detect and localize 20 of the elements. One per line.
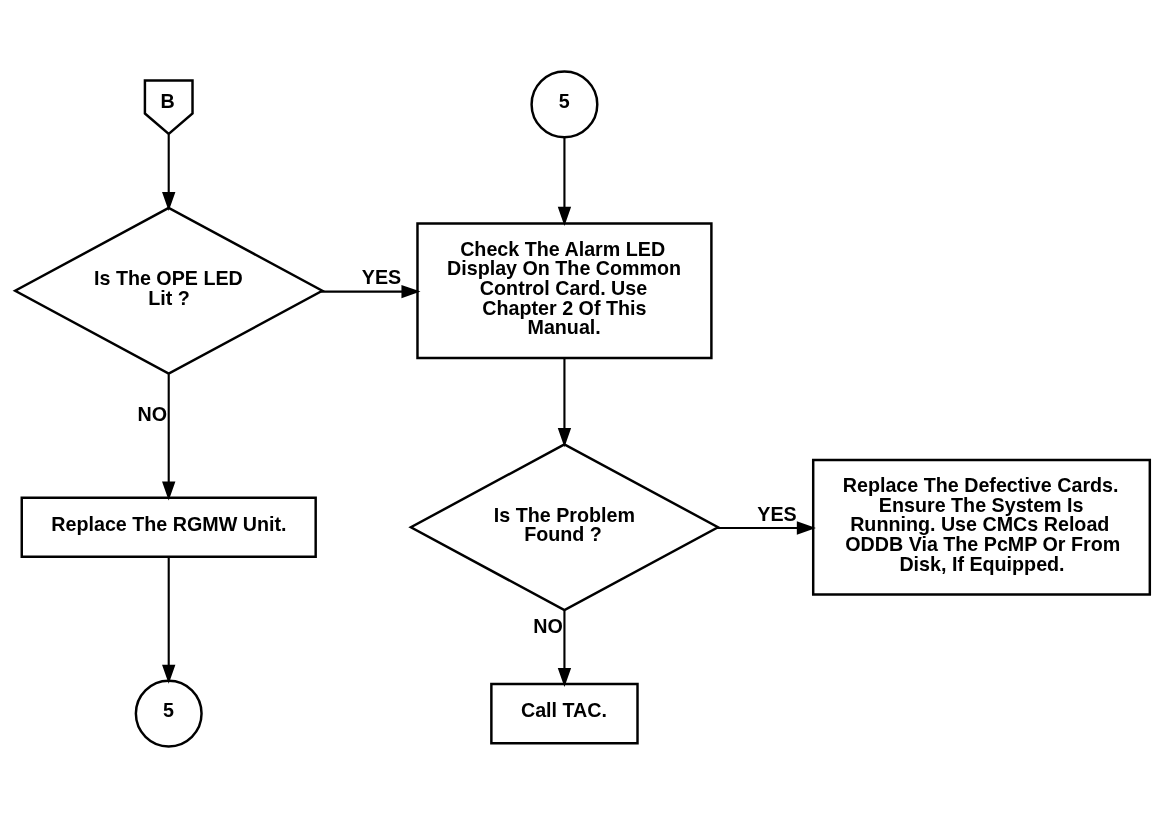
- edge-label: YES: [361, 266, 402, 289]
- arrow: [557, 610, 572, 688]
- edge-label: YES: [757, 502, 797, 525]
- arrow: [557, 137, 572, 226]
- node-diamond: Is The OPE LED Lit ?: [12, 206, 325, 376]
- arrow: [162, 134, 176, 212]
- node-box: Replace The Defective Cards. Ensure The System Is Running. Use CMCs Reload ODDB Via The PcMP Or From Disk, If Equipped.: [811, 458, 1152, 596]
- node-box: Check The Alarm LED Display On The Common Control Card. Use Chapter 2 Of This Manual.: [416, 222, 713, 360]
- arrow: [557, 358, 572, 448]
- node-diamond: Is The Problem Found ?: [408, 442, 721, 612]
- edge-label: NO: [137, 403, 168, 426]
- node-box: Call TAC.: [490, 682, 639, 745]
- arrow: [162, 557, 176, 684]
- edge-label: NO: [533, 614, 563, 637]
- arrow: [162, 374, 176, 501]
- node-box: Replace The RGMW Unit.: [20, 496, 317, 558]
- node-circle: 5: [134, 679, 203, 748]
- arrow: [321, 284, 421, 299]
- node-circle: 5: [530, 70, 599, 139]
- arrow: [716, 521, 816, 535]
